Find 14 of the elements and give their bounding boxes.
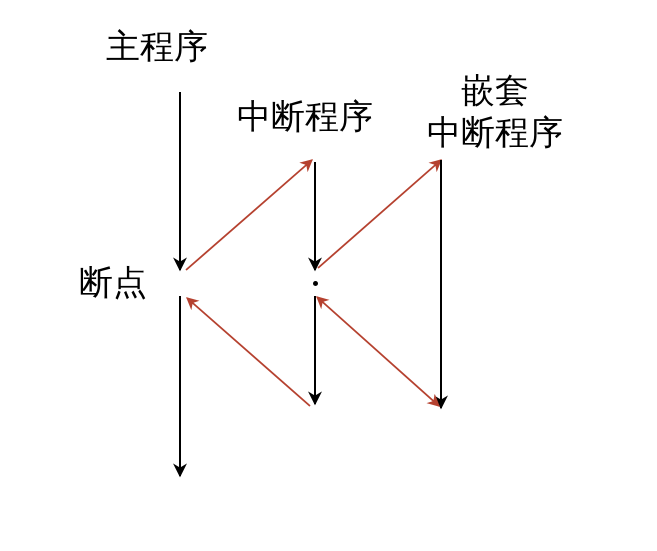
- arrow: [308, 296, 322, 406]
- label-text: 中断程序: [234, 96, 376, 138]
- arrow: [173, 296, 187, 478]
- arrow: [317, 159, 442, 269]
- arrow: [173, 92, 187, 272]
- breakpoint-dot: [312, 280, 318, 286]
- arrow: [185, 159, 313, 271]
- arrow: [186, 297, 311, 407]
- arrow: [308, 162, 322, 272]
- arrow: [316, 296, 440, 407]
- label-text: 断点: [76, 262, 150, 304]
- arrow: [434, 160, 448, 410]
- label-text: 嵌套中断程序: [425, 70, 565, 154]
- label-text: 主程序: [102, 26, 212, 68]
